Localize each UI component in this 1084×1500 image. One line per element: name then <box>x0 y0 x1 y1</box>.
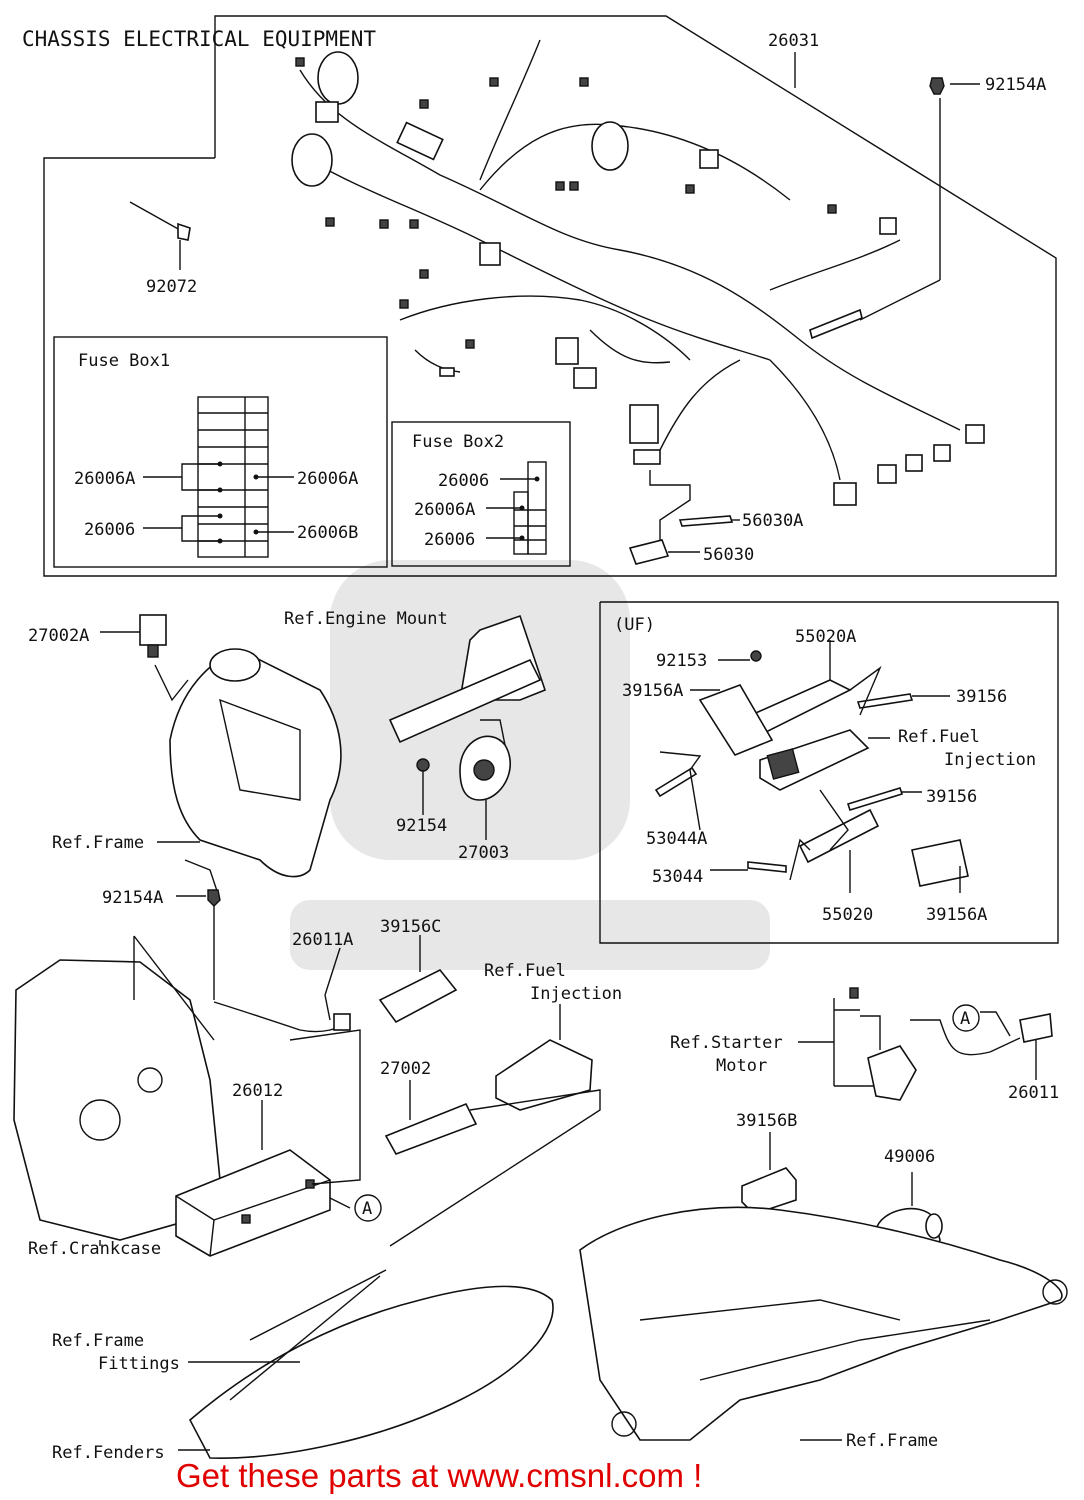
callout-a-left: A <box>354 1194 382 1222</box>
label-27003: 27003 <box>458 843 509 863</box>
ecu-assembly <box>654 640 969 893</box>
label-39156c: 39156C <box>380 917 441 937</box>
fuse-box1-label-2: 26006 <box>84 520 135 540</box>
label-26031: 26031 <box>768 31 819 51</box>
pad-39156b <box>741 1132 797 1215</box>
label-92154a-top: 92154A <box>985 75 1046 95</box>
label-55020: 55020 <box>822 905 873 925</box>
main-wire-harness <box>291 39 985 506</box>
fuse-box1-label-0: 26006A <box>74 469 135 489</box>
fuse-box2-label-0: 26006 <box>438 471 489 491</box>
fuse-box1-title: Fuse Box1 <box>78 351 170 371</box>
harness-frame <box>43 15 1057 577</box>
label-92072: 92072 <box>146 277 197 297</box>
label-39156b: 39156B <box>736 1111 797 1131</box>
page-title: CHASSIS ELECTRICAL EQUIPMENT <box>22 27 376 51</box>
label-ref-engine-mount: Ref.Engine Mount <box>284 609 448 629</box>
frame-lower <box>579 1206 1068 1441</box>
label-56030a: 56030A <box>742 511 803 531</box>
fuse-box2-title: Fuse Box2 <box>412 432 504 452</box>
relay-27002 <box>384 1080 478 1155</box>
fuse-box2-label-2: 26006 <box>424 530 475 550</box>
label-ref-frame-upper: Ref.Frame <box>52 833 144 853</box>
bracket-56030 <box>628 470 740 565</box>
label-92153: 92153 <box>656 651 707 671</box>
battery-minus-cable <box>176 889 351 1033</box>
label-55020a: 55020A <box>795 627 856 647</box>
label-27002: 27002 <box>380 1059 431 1079</box>
band-92072 <box>129 201 191 270</box>
label-92154: 92154 <box>396 816 447 836</box>
label-26012: 26012 <box>232 1081 283 1101</box>
label-26011a: 26011A <box>292 930 353 950</box>
label-53044: 53044 <box>652 867 703 887</box>
pad-39156c <box>378 935 458 1024</box>
fuse-box1-panel: Fuse Box1 26006A 26006A 26006 26006B <box>53 336 388 568</box>
label-ref-crankcase: Ref.Crankcase <box>28 1239 161 1259</box>
label-53044a: 53044A <box>646 829 707 849</box>
label-39156a-lower: 39156A <box>926 905 987 925</box>
engine-mount-bracket <box>388 614 547 744</box>
label-39156-right: 39156 <box>926 787 977 807</box>
callout-a-right: A <box>952 1004 1011 1037</box>
frame-upper-left <box>169 648 342 901</box>
label-26011: 26011 <box>1008 1083 1059 1103</box>
svg-text:A: A <box>362 1199 372 1219</box>
uf-note: (UF) <box>614 615 655 635</box>
bolt-92154a-top <box>859 77 980 321</box>
ecu-lower <box>389 1004 601 1247</box>
horn-27003 <box>416 719 511 840</box>
fuse-box1-label-1: 26006A <box>297 469 358 489</box>
label-49006: 49006 <box>884 1147 935 1167</box>
fuse-box1-label-3: 26006B <box>297 523 358 543</box>
relay-27002a <box>100 614 189 702</box>
promo-banner: Get these parts at www.cmsnl.com ! <box>176 1457 702 1494</box>
label-56030: 56030 <box>703 545 754 565</box>
label-39156-upper: 39156 <box>956 687 1007 707</box>
starter-relay <box>798 987 1053 1101</box>
svg-text:A: A <box>960 1009 970 1029</box>
label-92154a-left: 92154A <box>102 888 163 908</box>
uf-frame <box>599 601 1059 944</box>
label-ref-frame-lower: Ref.Frame <box>846 1431 938 1451</box>
label-ref-fenders: Ref.Fenders <box>52 1443 165 1463</box>
fuse-box2-panel: Fuse Box2 26006 26006A 26006 <box>391 421 571 567</box>
label-27002a: 27002A <box>28 626 89 646</box>
label-39156a: 39156A <box>622 681 683 701</box>
rear-fender <box>178 1269 554 1459</box>
watermark-logo <box>290 560 770 970</box>
fuse-box2-label-1: 26006A <box>414 500 475 520</box>
battery-26012 <box>175 1029 361 1257</box>
